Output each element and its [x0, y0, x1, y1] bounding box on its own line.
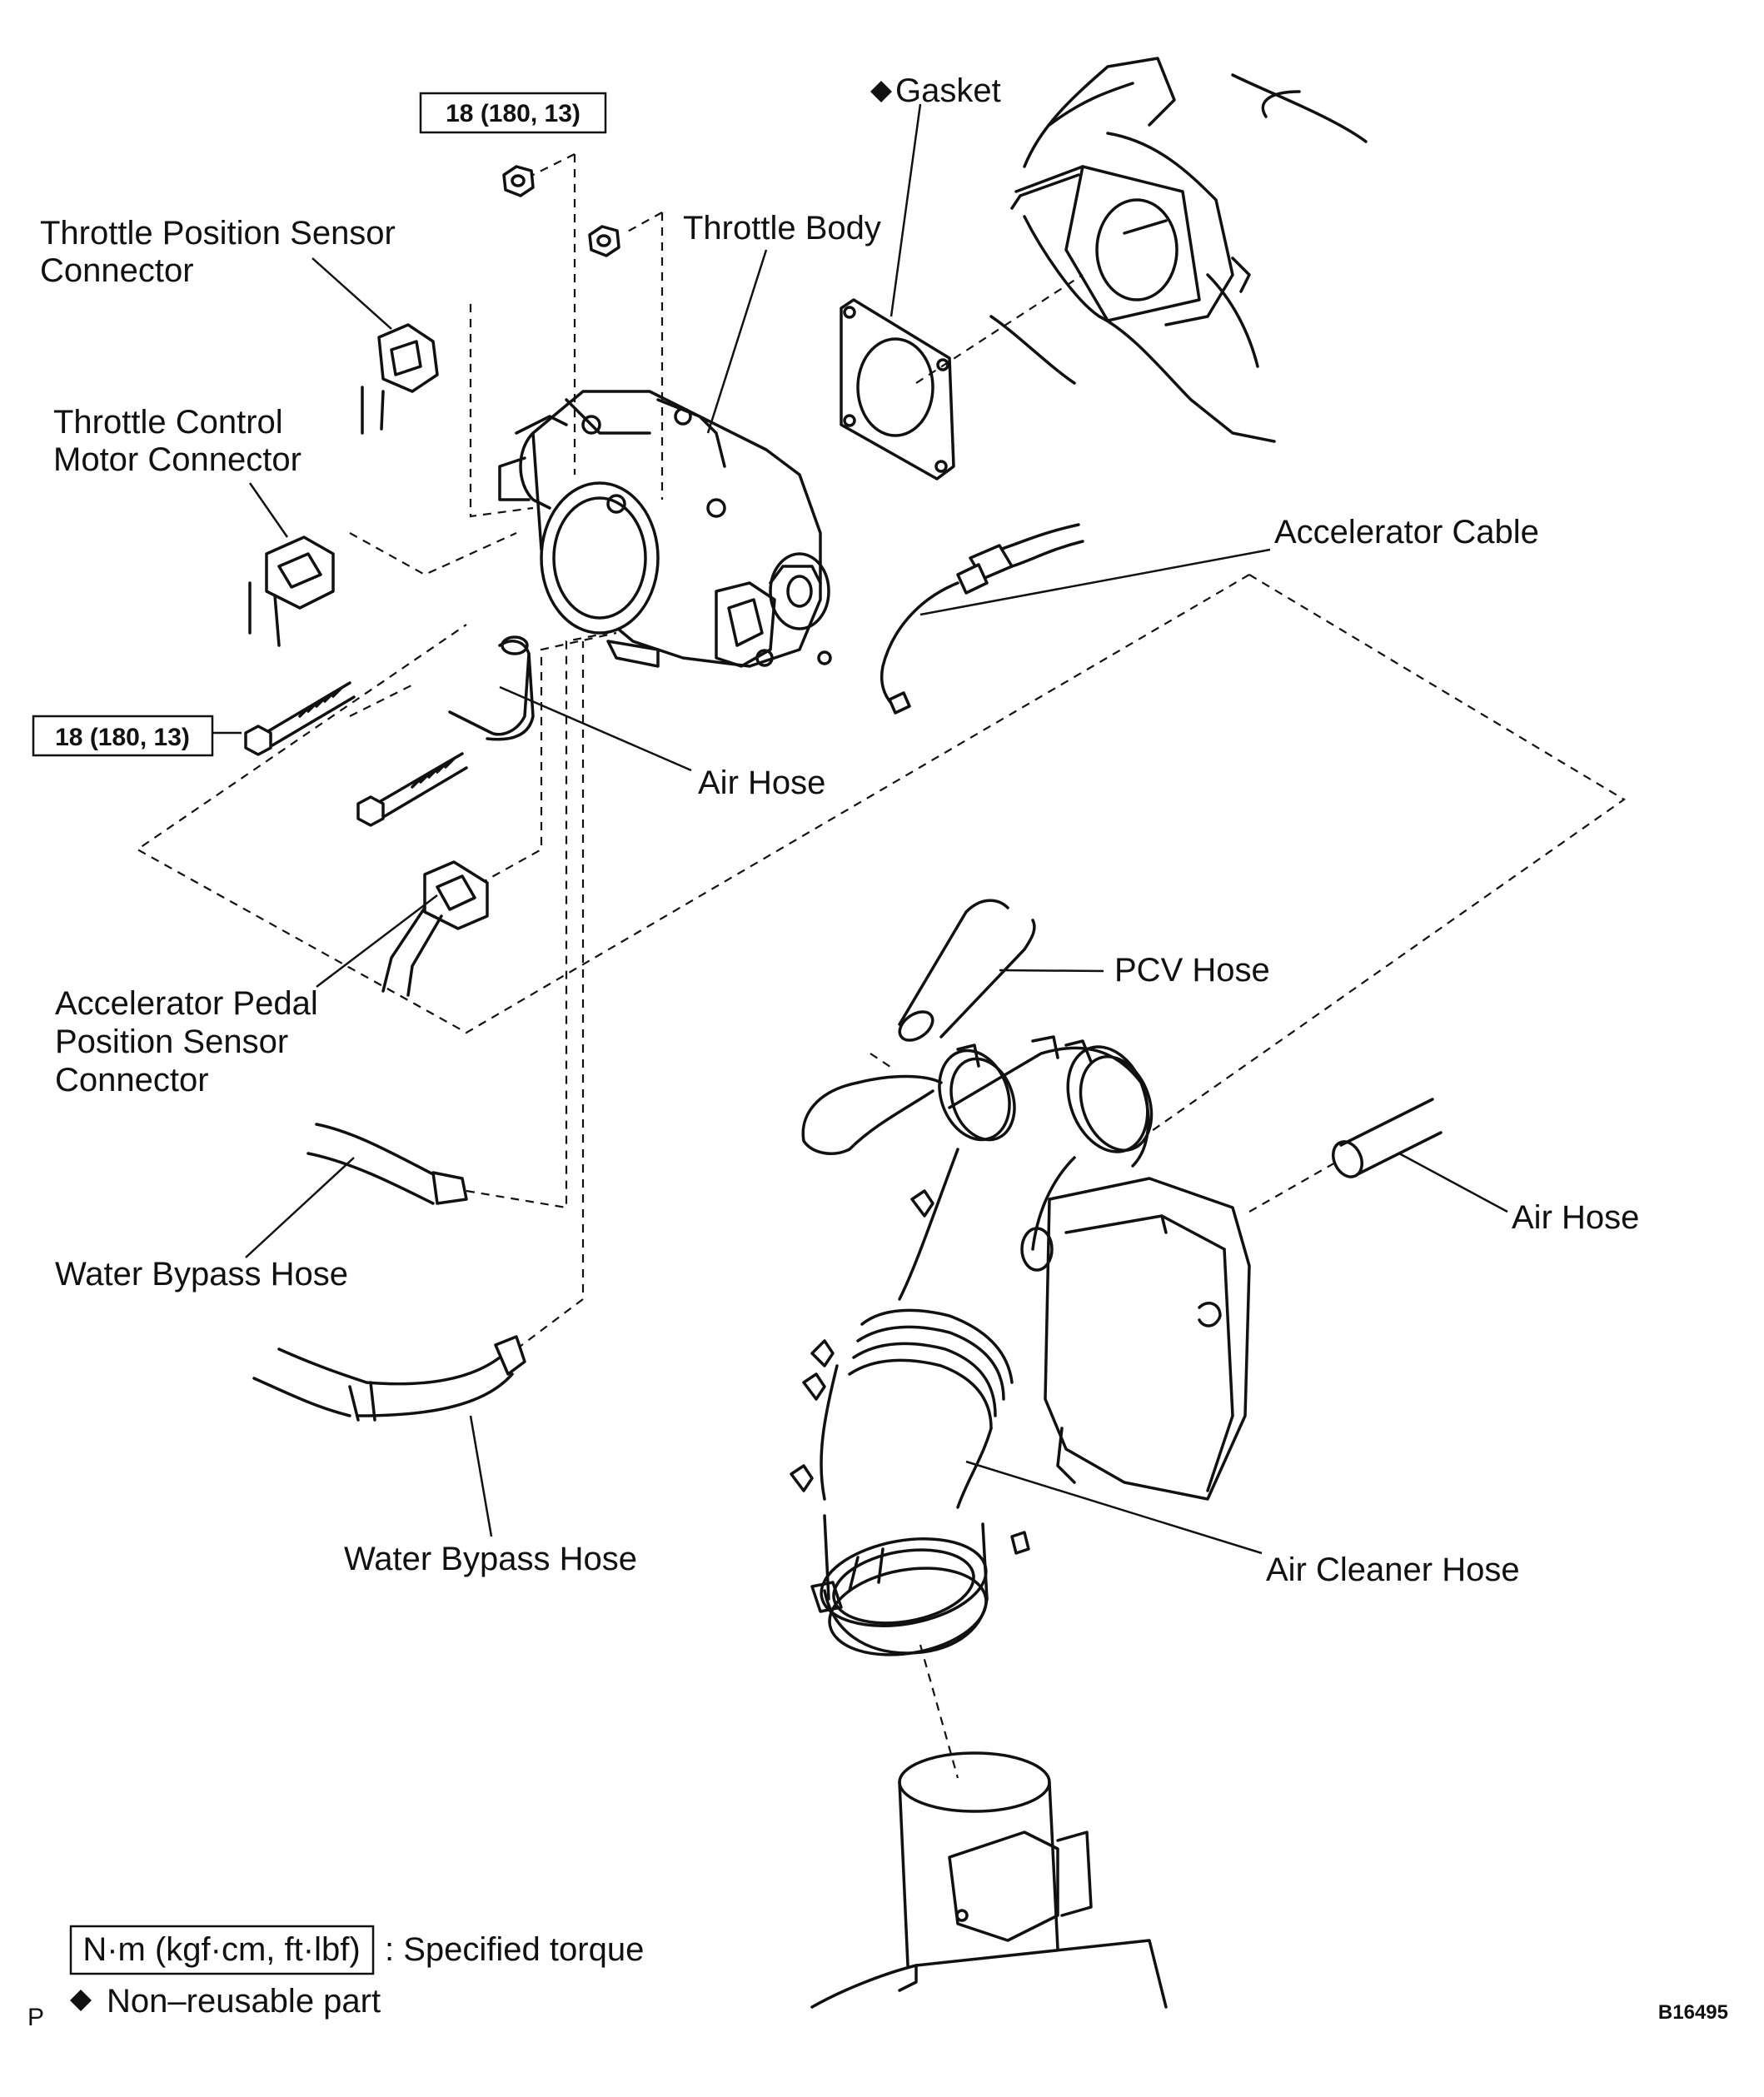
air-cleaner-hose-part — [790, 1035, 1251, 1656]
water-bypass-hose-lower-part — [252, 1335, 526, 1422]
water-bypass-hose-upper-part — [306, 1123, 468, 1205]
nut-upper — [502, 165, 535, 197]
water-bypass-hose-label-upper: Water Bypass Hose — [55, 1256, 348, 1293]
assembly-dashed-lines — [135, 153, 1627, 1779]
water-bypass-hose-label-lower: Water Bypass Hose — [344, 1541, 637, 1577]
tcm-connector-label-line1: Throttle Control — [53, 404, 283, 441]
accelerator-cable-label: Accelerator Cable — [1274, 514, 1539, 550]
air-hose-label-upper: Air Hose — [698, 765, 825, 801]
page-letter: P — [27, 2004, 44, 2031]
legend-torque-box — [69, 1925, 375, 1975]
non-reusable-diamond-icon — [870, 81, 892, 102]
torque-box-bolt — [32, 715, 214, 757]
nut-lower — [588, 225, 620, 257]
gasket-label: Gasket — [870, 72, 1001, 109]
app-connector-label-line3: Connector — [55, 1062, 209, 1098]
tps-connector-label-line1: Throttle Position Sensor — [40, 215, 396, 252]
bolt-upper — [244, 681, 356, 756]
figure-code: B16495 — [1658, 2001, 1728, 2024]
air-cleaner-hose-label: Air Cleaner Hose — [1266, 1552, 1520, 1588]
app-connector-label-line2: Position Sensor — [55, 1024, 288, 1060]
air-hose-label-right: Air Hose — [1512, 1199, 1639, 1236]
leader-lines — [212, 103, 1508, 1555]
tcm-connector-label-line2: Motor Connector — [53, 441, 301, 478]
torque-spec-nut: 18 (180, 13) — [419, 92, 607, 134]
air-hose-small-part — [448, 635, 535, 741]
legend-torque-desc: : Specified torque — [385, 1931, 644, 1968]
accelerator-cable-part — [880, 523, 1084, 715]
legend: N·m (kgf·cm, ft·lbf) : Specified torque … — [69, 1925, 644, 2020]
app-connector-part — [381, 860, 489, 997]
air-hose-right-part — [1332, 1098, 1443, 1178]
torque-spec-bolt: 18 (180, 13) — [32, 715, 214, 757]
tcm-connector-part — [248, 535, 335, 647]
legend-nonreusable-desc: Non–reusable part — [107, 1983, 381, 2020]
app-connector-label-line1: Accelerator Pedal — [55, 985, 318, 1022]
torque-value-nut: 18 (180, 13) — [446, 100, 581, 127]
bolt-lower — [356, 752, 468, 827]
tps-connector-label-line2: Connector — [40, 252, 194, 289]
throttle-body-label: Throttle Body — [683, 210, 881, 247]
air-cleaner-case-part — [810, 1751, 1168, 2009]
legend-torque-unit: N·m (kgf·cm, ft·lbf) — [82, 1931, 360, 1968]
pcv-hose-label: PCV Hose — [1114, 952, 1270, 989]
throttle-body-part — [498, 390, 832, 668]
tps-connector-part — [361, 323, 439, 435]
torque-value-bolt: 18 (180, 13) — [55, 724, 190, 751]
pcv-hose-part — [898, 899, 1036, 1042]
gasket-label-text: Gasket — [895, 72, 1001, 109]
torque-box-nut — [419, 92, 607, 134]
intake-manifold — [989, 57, 1368, 443]
legend-diamond-icon — [70, 1990, 92, 2011]
gasket-part — [840, 298, 955, 481]
